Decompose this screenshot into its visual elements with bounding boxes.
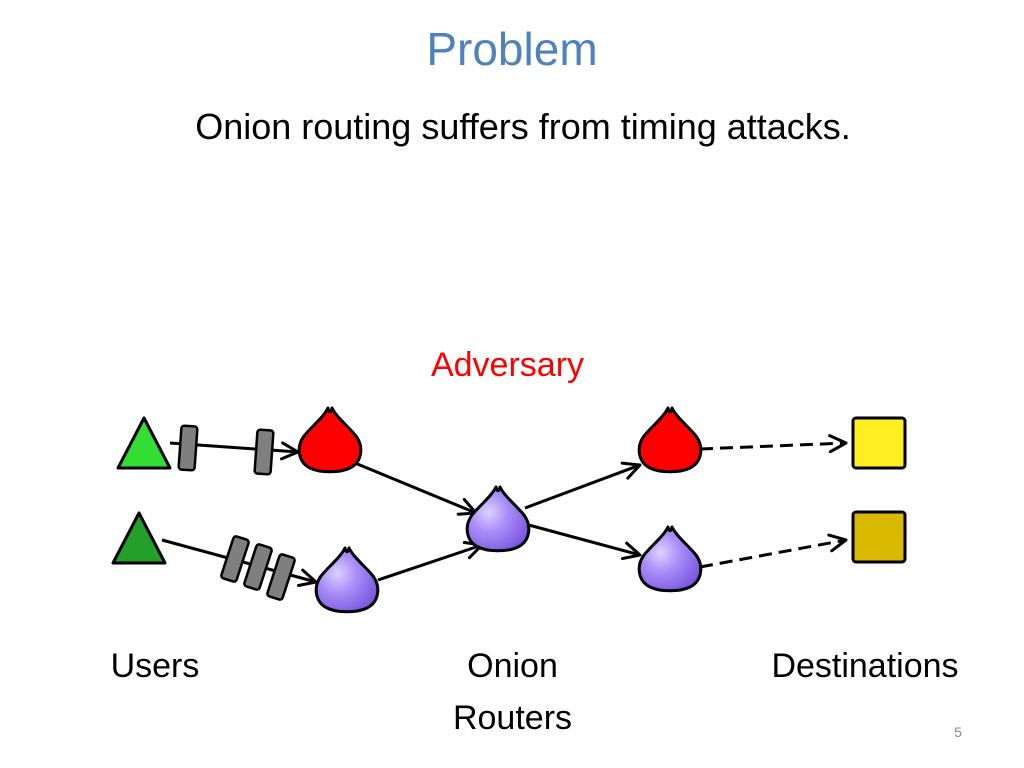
destinations (851, 416, 907, 564)
onion-routers (297, 406, 703, 614)
packet (266, 553, 296, 601)
router-purple-right-onion (637, 525, 703, 593)
onion-routers-label: Onion Routers (452, 647, 573, 737)
edge-router-purple-middle-to-router-purple-right (524, 522, 642, 561)
packet (243, 543, 273, 591)
router-red-right-onion (637, 406, 703, 474)
adversary-label: Adversary (430, 346, 585, 384)
packet (220, 535, 250, 583)
edge-router-purple-left-to-router-purple-middle (377, 541, 484, 582)
edge-router-red-right-to-destination-top (699, 434, 848, 454)
user-bottom-triangle (111, 511, 167, 565)
slide-title: Problem (426, 23, 598, 75)
router-purple-left-onion (314, 546, 380, 614)
edge-router-red-left-to-router-purple-middle (354, 461, 478, 516)
user-top-triangle (116, 416, 172, 470)
users (111, 416, 172, 565)
users-label: Users (110, 647, 200, 685)
connections (161, 434, 848, 588)
destinations-label: Destinations (771, 647, 959, 685)
page-number: 5 (954, 724, 962, 740)
router-red-left-onion (297, 406, 363, 474)
destination-top-square (851, 416, 907, 470)
packet (177, 424, 199, 472)
router-purple-middle-onion (465, 485, 531, 553)
edge-router-purple-middle-to-router-red-right (524, 461, 642, 510)
slide-subtitle: Onion routing suffers from timing attack… (195, 106, 851, 147)
destination-bottom-square (851, 510, 907, 564)
packets (177, 424, 296, 601)
packet (253, 428, 275, 476)
edge-router-purple-right-to-destination-bottom (699, 533, 848, 569)
